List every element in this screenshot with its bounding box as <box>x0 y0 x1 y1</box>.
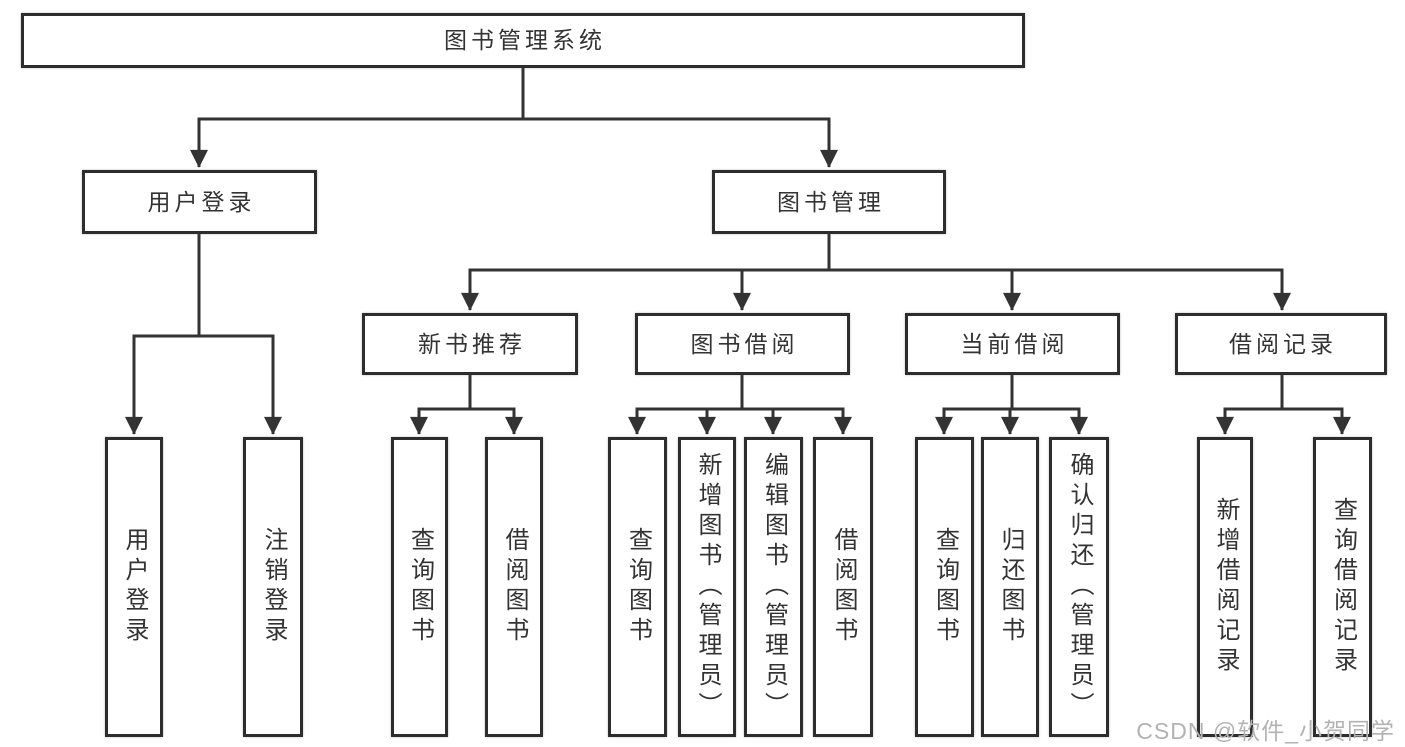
node-user-login-label: 用户登录 <box>147 188 256 215</box>
leaf-add-book-admin-label: 新增图书（管理员） <box>694 452 721 722</box>
node-root: 图书管理系统 <box>21 13 1025 68</box>
node-book-borrow-label: 图书借阅 <box>690 330 799 357</box>
leaf-logout: 注销登录 <box>243 437 303 737</box>
node-current-borrow: 当前借阅 <box>905 313 1120 375</box>
leaf-borrow-query-books: 查询图书 <box>608 437 667 737</box>
leaf-edit-book-admin: 编辑图书（管理员） <box>744 437 803 737</box>
leaf-newbook-query-books-label: 查询图书 <box>406 527 434 647</box>
node-new-book-recommend: 新书推荐 <box>362 313 578 375</box>
leaf-newbook-query-books: 查询图书 <box>391 437 448 737</box>
leaf-logout-label: 注销登录 <box>260 527 287 647</box>
node-borrow-record: 借阅记录 <box>1175 313 1387 375</box>
leaf-edit-book-admin-label: 编辑图书（管理员） <box>760 452 788 722</box>
leaf-return-book-label: 归还图书 <box>997 527 1024 647</box>
node-new-book-recommend-label: 新书推荐 <box>418 330 526 357</box>
leaf-add-book-admin: 新增图书（管理员） <box>678 437 736 737</box>
leaf-borrow-book: 借阅图书 <box>813 437 873 737</box>
node-book-management: 图书管理 <box>712 170 946 234</box>
node-user-login: 用户登录 <box>82 170 317 234</box>
node-borrow-record-label: 借阅记录 <box>1229 330 1337 357</box>
leaf-user-login: 用户登录 <box>105 437 163 737</box>
leaf-confirm-return-admin: 确认归还（管理员） <box>1049 437 1109 737</box>
node-current-borrow-label: 当前借阅 <box>960 330 1069 357</box>
leaf-query-borrow-record-label: 查询借阅记录 <box>1329 497 1357 677</box>
leaf-newbook-borrow-books-label: 借阅图书 <box>501 527 528 647</box>
leaf-return-book: 归还图书 <box>981 437 1039 737</box>
leaf-borrow-query-books-label: 查询图书 <box>624 527 652 647</box>
leaf-user-login-label: 用户登录 <box>121 527 148 647</box>
leaf-borrow-book-label: 借阅图书 <box>830 527 857 647</box>
node-book-borrow: 图书借阅 <box>635 313 850 375</box>
leaf-confirm-return-admin-label: 确认归还（管理员） <box>1066 452 1093 722</box>
leaf-query-borrow-record: 查询借阅记录 <box>1313 437 1372 737</box>
node-book-management-label: 图书管理 <box>777 188 885 215</box>
leaf-current-query-books: 查询图书 <box>915 437 974 737</box>
leaf-add-borrow-record: 新增借阅记录 <box>1197 437 1253 737</box>
leaf-current-query-books-label: 查询图书 <box>931 527 959 647</box>
leaf-newbook-borrow-books: 借阅图书 <box>485 437 543 737</box>
csdn-watermark: CSDN @软件_小贺同学 <box>1136 718 1395 744</box>
leaf-add-borrow-record-label: 新增借阅记录 <box>1212 497 1239 677</box>
node-root-label: 图书管理系统 <box>444 27 606 53</box>
